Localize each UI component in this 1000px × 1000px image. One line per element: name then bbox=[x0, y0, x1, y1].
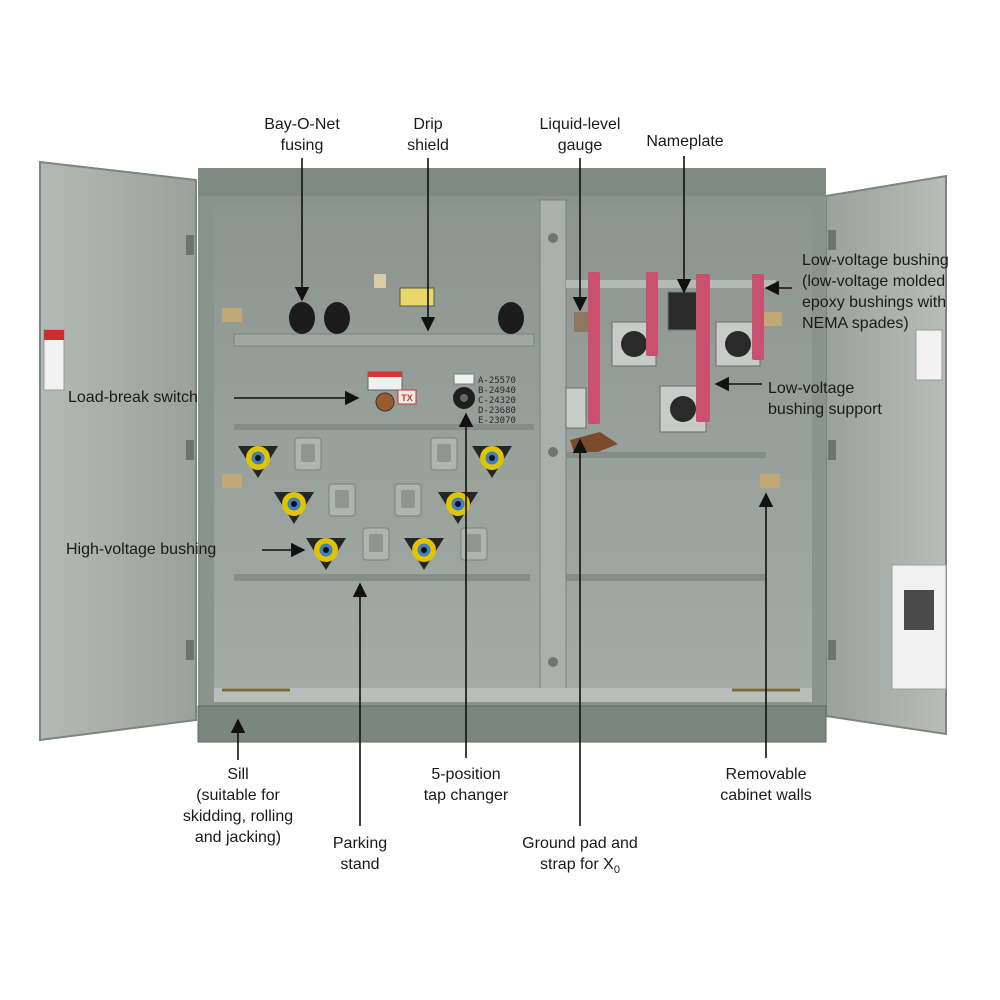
cabinet bbox=[197, 168, 827, 743]
leader-lines bbox=[230, 156, 792, 826]
label-liquid-level-gauge: Liquid-level gauge bbox=[539, 116, 621, 154]
bay-o-net-fuses bbox=[289, 274, 524, 334]
tap-code: A-25570 bbox=[478, 376, 516, 386]
label-low-voltage-bushing: Low-voltage bushing (low-voltage molded … bbox=[802, 252, 949, 332]
tap-code: E-23070 bbox=[478, 416, 516, 426]
label-bay-o-net-fusing: Bay-O-Net fusing bbox=[264, 116, 340, 154]
switch-tag: TX bbox=[401, 393, 413, 403]
left-door bbox=[39, 160, 197, 742]
parking-bracket bbox=[430, 437, 458, 471]
hv-bushing bbox=[274, 492, 314, 524]
tap-code: D-23680 bbox=[478, 406, 516, 416]
hv-bushing bbox=[472, 446, 512, 478]
parking-bracket bbox=[394, 483, 422, 517]
parking-bracket bbox=[328, 483, 356, 517]
parking-bracket bbox=[294, 437, 322, 471]
label-ground-pad: Ground pad and strap for X0 bbox=[522, 835, 638, 876]
label-lv-bushing-support: Low-voltage bushing support bbox=[768, 380, 882, 418]
label-nameplate: Nameplate bbox=[646, 133, 724, 150]
label-removable-walls: Removable cabinet walls bbox=[720, 766, 812, 804]
label-parking-stand: Parking stand bbox=[332, 835, 388, 873]
parking-bracket bbox=[362, 527, 390, 561]
tap-code: C-24320 bbox=[478, 396, 516, 406]
right-door bbox=[825, 174, 947, 736]
parking-brackets bbox=[294, 437, 488, 561]
hv-bushing bbox=[306, 538, 346, 570]
label-high-voltage-bushing: High-voltage bushing bbox=[66, 541, 217, 558]
lv-side bbox=[565, 272, 776, 452]
label-sill: Sill (suitable for skidding, rolling and… bbox=[182, 766, 294, 846]
tap-code: B-24940 bbox=[478, 386, 516, 396]
label-tap-changer: 5-position tap changer bbox=[423, 766, 509, 804]
hv-bushing bbox=[438, 492, 478, 524]
parking-bracket bbox=[460, 527, 488, 561]
subscript-zero: 0 bbox=[613, 864, 620, 876]
hv-bushing bbox=[404, 538, 444, 570]
hv-bushings bbox=[238, 446, 512, 570]
label-load-break-switch: Load-break switch bbox=[68, 389, 198, 406]
label-drip-shield: Drip shield bbox=[407, 116, 449, 154]
hv-bushing bbox=[238, 446, 278, 478]
